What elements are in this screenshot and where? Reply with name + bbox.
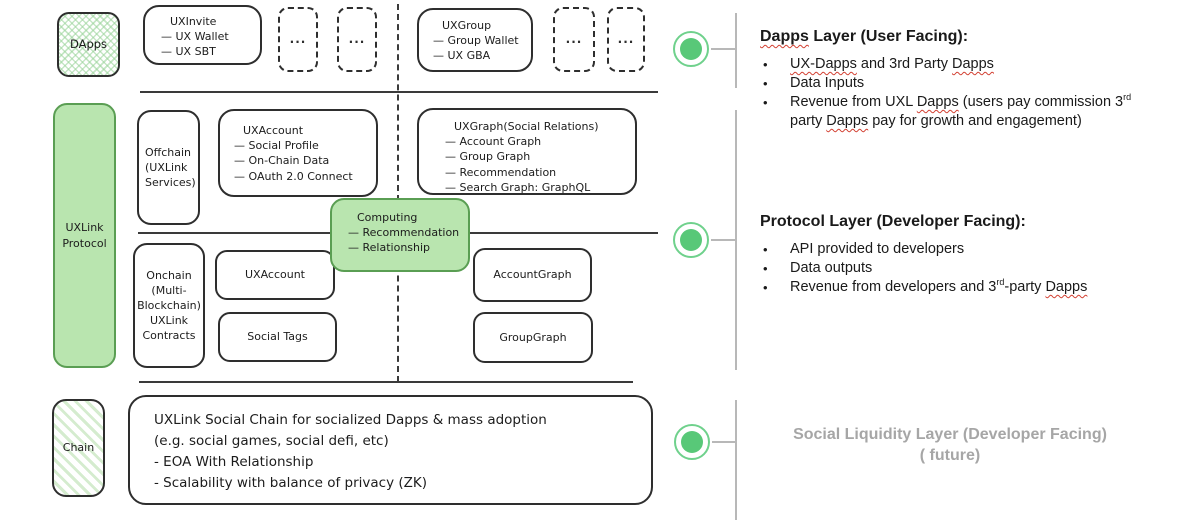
- layer-bullet-chain-icon: [674, 424, 710, 460]
- annotation-bullet-text: Data Inputs: [790, 75, 865, 91]
- placeholder-dapp-box-2: ...: [337, 7, 377, 72]
- social-tags-label: Social Tags: [247, 330, 308, 344]
- group-graph-box: GroupGraph: [473, 312, 593, 363]
- divider-protocol-chain: [139, 381, 633, 383]
- uxinvite-title: UXInvite: [170, 15, 217, 28]
- social-chain-line: UXLink Social Chain for socialized Dapps…: [154, 412, 547, 428]
- uxinvite-items: UX Wallet UX SBT: [161, 29, 260, 59]
- rail-segment-chain: [735, 400, 737, 520]
- uxaccount-items: Social Profile On-Chain Data OAuth 2.0 C…: [234, 138, 376, 184]
- green-dot-icon: [681, 431, 703, 453]
- annotation-dapps-layer: Dapps Layer (User Facing): • UX-Dapps an…: [760, 28, 1172, 131]
- placeholder-dapp-box-4: ...: [607, 7, 645, 72]
- annotation-bullet: • API provided to developers: [760, 240, 1172, 259]
- uxgraph-items: Account Graph Group Graph Recommendation…: [445, 134, 635, 195]
- uxgraph-title: UXGraph(Social Relations): [454, 120, 599, 133]
- bullet-dot-icon: •: [763, 76, 768, 91]
- bullet-dot-icon: •: [763, 242, 768, 257]
- bullet-dot-icon: •: [763, 280, 768, 295]
- uxaccount-onchain-label: UXAccount: [244, 268, 305, 282]
- annotation-bullet: • Data Inputs: [760, 74, 1172, 93]
- uxaccount-title: UXAccount: [243, 124, 304, 137]
- placeholder-dapp-box-3: ...: [553, 7, 595, 72]
- list-item: Account Graph: [445, 134, 635, 149]
- list-item: UX SBT: [161, 44, 260, 59]
- onchain-contracts-label: Onchain (Multi-Blockchain) UXLink Contra…: [137, 268, 201, 343]
- annotation-bullet-text: API provided to developers: [790, 241, 965, 257]
- list-item: Group Wallet: [433, 33, 531, 48]
- uxgraph-box: UXGraph(Social Relations) Account Graph …: [417, 108, 637, 195]
- account-graph-label: AccountGraph: [493, 268, 572, 282]
- annotation-bullet: • Revenue from developers and 3rd-party …: [760, 278, 1172, 297]
- annotation-bullet-text: Data outputs: [790, 260, 873, 276]
- onchain-contracts-box: Onchain (Multi-Blockchain) UXLink Contra…: [133, 243, 205, 368]
- social-tags-box: Social Tags: [218, 312, 337, 362]
- uxaccount-onchain-box: UXAccount: [215, 250, 335, 300]
- ellipsis-label: ...: [565, 32, 583, 47]
- uxinvite-box: UXInvite UX Wallet UX SBT: [143, 5, 262, 65]
- green-dot-icon: [680, 229, 702, 251]
- vertical-dashed-divider: [397, 4, 399, 382]
- group-graph-label: GroupGraph: [499, 330, 567, 344]
- bullet-dot-icon: •: [763, 261, 768, 276]
- uxlink-protocol-label: UXLink Protocol: [62, 221, 107, 250]
- annotation-bullet-text: Revenue from UXL Dapps (users pay commis…: [790, 92, 1132, 129]
- uxgroup-title: UXGroup: [442, 19, 492, 32]
- list-item: Recommendation: [445, 165, 635, 180]
- annotation-bullet-text: UX-Dapps and 3rd Party Dapps: [790, 56, 994, 72]
- uxgroup-box: UXGroup Group Wallet UX GBA: [417, 8, 533, 72]
- connector-protocol: [711, 239, 736, 241]
- bullet-dot-icon: •: [763, 57, 768, 72]
- list-item: Search Graph: GraphQL: [445, 180, 635, 195]
- dapps-row-label-box: DApps: [57, 12, 120, 77]
- ellipsis-label: ...: [289, 32, 307, 47]
- social-chain-line: (e.g. social games, social defi, etc): [154, 432, 389, 449]
- annotation-title: Protocol Layer (Developer Facing):: [760, 213, 1026, 230]
- offchain-services-label: Offchain (UXLink Services): [145, 145, 196, 190]
- annotation-bullet: • Revenue from UXL Dapps (users pay comm…: [760, 93, 1172, 131]
- uxaccount-offchain-box: UXAccount Social Profile On-Chain Data O…: [218, 109, 378, 197]
- ellipsis-label: ...: [617, 32, 635, 47]
- layer-bullet-protocol-icon: [673, 222, 709, 258]
- list-item: Social Profile: [234, 138, 376, 153]
- list-item: Group Graph: [445, 149, 635, 164]
- annotation-title: Social Liquidity Layer (Developer Facing…: [793, 426, 1107, 443]
- computing-title: Computing: [357, 211, 418, 224]
- chain-row-label-box: Chain: [52, 399, 105, 497]
- list-item: OAuth 2.0 Connect: [234, 169, 376, 184]
- rail-segment-dapps: [735, 13, 737, 88]
- annotation-subtitle: ( future): [919, 447, 981, 464]
- offchain-services-box: Offchain (UXLink Services): [137, 110, 200, 225]
- annotation-title: Dapps Layer (User Facing):: [760, 28, 969, 45]
- list-item: On-Chain Data: [234, 153, 376, 168]
- bullet-dot-icon: •: [763, 95, 768, 110]
- social-chain-line: - Scalability with balance of privacy (Z…: [154, 474, 427, 491]
- uxgroup-items: Group Wallet UX GBA: [433, 33, 531, 63]
- divider-dapps-protocol: [140, 91, 658, 93]
- annotation-protocol-layer: Protocol Layer (Developer Facing): • API…: [760, 213, 1172, 297]
- computing-items: Recommendation Relationship: [348, 225, 468, 255]
- account-graph-box: AccountGraph: [473, 248, 592, 302]
- dapps-row-label: DApps: [69, 36, 108, 51]
- ellipsis-label: ...: [348, 32, 366, 47]
- list-item: Relationship: [348, 240, 468, 255]
- green-dot-icon: [680, 38, 702, 60]
- annotation-social-liquidity-layer: Social Liquidity Layer (Developer Facing…: [758, 424, 1142, 466]
- list-item: Recommendation: [348, 225, 468, 240]
- list-item: UX Wallet: [161, 29, 260, 44]
- connector-dapps: [711, 48, 736, 50]
- rail-segment-protocol: [735, 110, 737, 370]
- list-item: UX GBA: [433, 48, 531, 63]
- placeholder-dapp-box-1: ...: [278, 7, 318, 72]
- social-chain-box: UXLink Social Chain for socialized Dapps…: [128, 395, 653, 505]
- uxlink-protocol-label-box: UXLink Protocol: [53, 103, 116, 368]
- connector-chain: [712, 441, 737, 443]
- annotation-bullet: • Data outputs: [760, 259, 1172, 278]
- computing-box: Computing Recommendation Relationship: [330, 198, 470, 272]
- annotation-bullet: • UX-Dapps and 3rd Party Dapps: [760, 55, 1172, 74]
- annotation-bullet-text: Revenue from developers and 3rd-party Da…: [790, 277, 1088, 295]
- chain-row-label: Chain: [62, 441, 95, 455]
- social-chain-line: - EOA With Relationship: [154, 453, 314, 470]
- layer-bullet-dapps-icon: [673, 31, 709, 67]
